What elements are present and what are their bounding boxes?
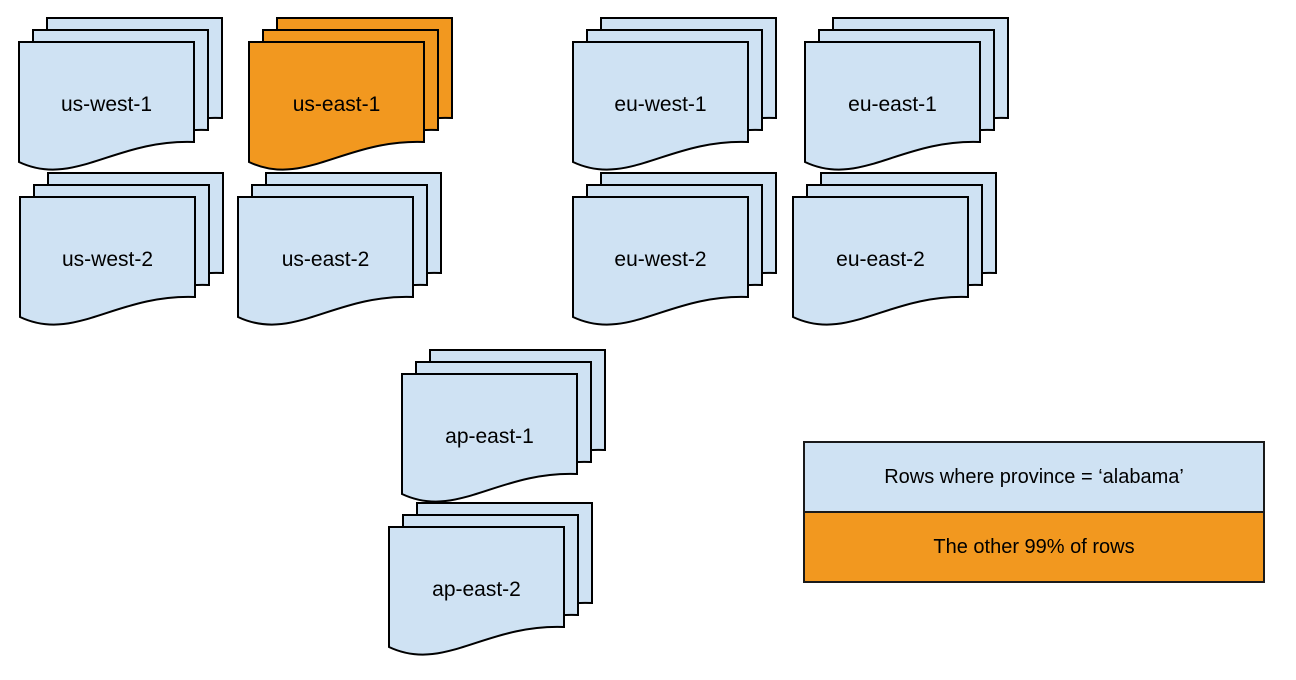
region-stack-us-east-2: us-east-2	[237, 172, 442, 329]
document-stack-icon: ap-east-2	[388, 502, 593, 656]
legend-item-alabama-rows: Rows where province = ‘alabama’	[805, 443, 1263, 511]
document-stack-icon: us-west-1	[18, 17, 223, 171]
document-stack-icon: ap-east-1	[401, 349, 606, 503]
region-label: ap-east-2	[432, 578, 521, 601]
region-stack-ap-east-2: ap-east-2	[388, 502, 593, 659]
region-label: ap-east-1	[445, 425, 534, 448]
legend: Rows where province = ‘alabama’ The othe…	[803, 441, 1265, 583]
document-stack-icon: eu-east-1	[804, 17, 1009, 171]
document-stack-icon: us-west-2	[19, 172, 224, 326]
region-label: eu-east-1	[848, 93, 937, 116]
region-label: eu-east-2	[836, 248, 925, 271]
document-stack-icon: eu-west-1	[572, 17, 777, 171]
region-stack-us-east-1: us-east-1	[248, 17, 453, 174]
legend-item-label: The other 99% of rows	[933, 535, 1135, 558]
document-stack-icon: eu-east-2	[792, 172, 997, 326]
document-stack-icon: us-east-2	[237, 172, 442, 326]
document-stack-icon: us-east-1	[248, 17, 453, 171]
region-stack-eu-east-2: eu-east-2	[792, 172, 997, 329]
region-label: us-west-2	[62, 248, 153, 271]
region-stack-ap-east-1: ap-east-1	[401, 349, 606, 506]
region-stack-us-west-2: us-west-2	[19, 172, 224, 329]
region-stack-eu-west-2: eu-west-2	[572, 172, 777, 329]
document-stack-icon: eu-west-2	[572, 172, 777, 326]
legend-item-other-rows: The other 99% of rows	[805, 511, 1263, 581]
region-label: eu-west-2	[614, 248, 706, 271]
region-label: us-east-1	[293, 93, 381, 116]
region-label: us-west-1	[61, 93, 152, 116]
region-stack-eu-west-1: eu-west-1	[572, 17, 777, 174]
region-label: eu-west-1	[614, 93, 706, 116]
region-label: us-east-2	[282, 248, 370, 271]
region-stack-eu-east-1: eu-east-1	[804, 17, 1009, 174]
region-stack-us-west-1: us-west-1	[18, 17, 223, 174]
legend-item-label: Rows where province = ‘alabama’	[884, 465, 1184, 488]
